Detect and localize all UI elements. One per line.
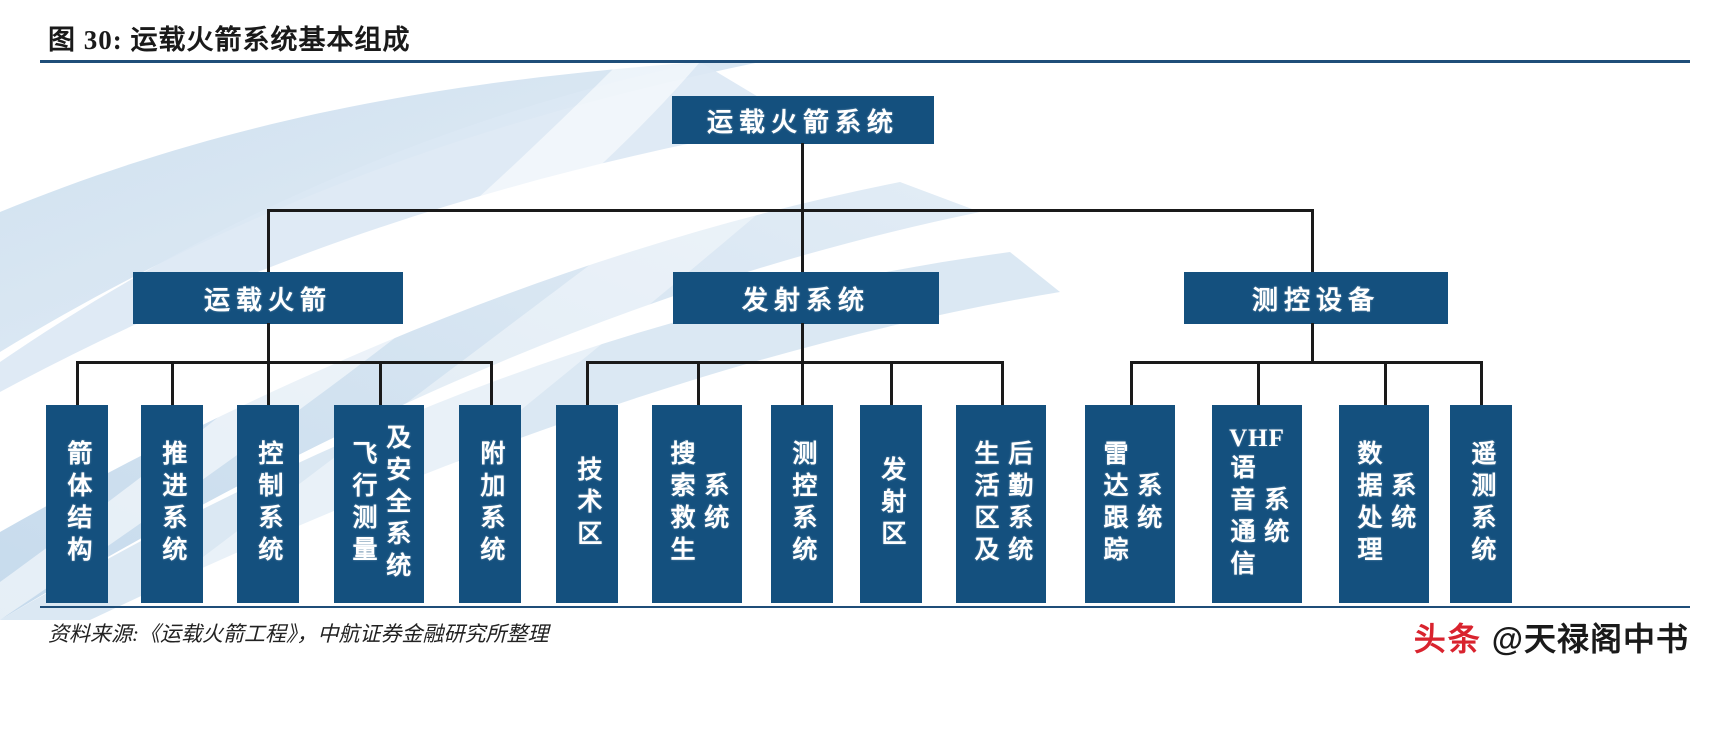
connector-root-stem bbox=[801, 143, 804, 210]
node-branch-launch-system[interactable]: 发射系统 bbox=[673, 272, 939, 324]
connector-leaf-1-1 bbox=[76, 361, 79, 405]
connector-branch-2-stem bbox=[801, 323, 804, 363]
leaf-2-2-label-b: 系统 bbox=[700, 472, 728, 536]
connector-leaf-3-3 bbox=[1384, 361, 1387, 405]
node-branch-3-label: 测控设备 bbox=[1251, 285, 1380, 315]
node-leaf-rocket-body-structure[interactable]: 箭体结构 bbox=[46, 405, 108, 603]
leaf-2-1-label: 技术区 bbox=[573, 456, 601, 552]
connector-leaf-1-3 bbox=[267, 361, 270, 405]
leaf-3-1-label-a: 雷达跟踪 bbox=[1100, 440, 1127, 568]
watermark-handle: @天禄阁中书 bbox=[1491, 621, 1689, 657]
connector-to-branch-2 bbox=[801, 209, 804, 272]
leaf-2-5-label-a: 生活区及 bbox=[971, 440, 998, 568]
connector-leaf-3-1 bbox=[1130, 361, 1133, 405]
connector-branch-1-stem bbox=[267, 323, 270, 363]
connector-branch-1-bus bbox=[76, 361, 493, 364]
leaf-1-3-label: 控制系统 bbox=[254, 440, 282, 568]
leaf-1-4-label-a: 飞行测量 bbox=[349, 440, 376, 568]
leaf-2-2-label-a: 搜索救生 bbox=[667, 440, 694, 568]
leaf-1-2-label: 推进系统 bbox=[158, 440, 186, 568]
node-leaf-tracking-control-system[interactable]: 测控系统 bbox=[771, 405, 833, 603]
node-leaf-search-rescue-system[interactable]: 搜索救生 系统 bbox=[652, 405, 742, 603]
node-leaf-flight-measurement-safety-system[interactable]: 飞行测量 及安全系统 bbox=[334, 405, 424, 603]
connector-leaf-3-4 bbox=[1480, 361, 1483, 405]
connector-leaf-2-2 bbox=[697, 361, 700, 405]
leaf-3-1-label-b: 系统 bbox=[1133, 472, 1161, 536]
node-leaf-additional-system[interactable]: 附加系统 bbox=[459, 405, 521, 603]
connector-leaf-1-4 bbox=[379, 361, 382, 405]
leaf-3-2-label-latin: VHF bbox=[1229, 424, 1285, 452]
leaf-3-2-label-b: 系统 bbox=[1260, 486, 1288, 551]
title-block: 图 30: 运载火箭系统基本组成 bbox=[0, 18, 1729, 64]
node-root[interactable]: 运载火箭系统 bbox=[672, 96, 934, 144]
leaf-2-4-label: 发射区 bbox=[877, 456, 905, 552]
node-root-label: 运载火箭系统 bbox=[706, 107, 899, 137]
node-leaf-data-processing-system[interactable]: 数据处理 系统 bbox=[1339, 405, 1429, 603]
connector-leaf-2-1 bbox=[586, 361, 589, 405]
node-leaf-vhf-voice-communication-system[interactable]: VHF 语音通信 系统 bbox=[1212, 405, 1302, 603]
node-leaf-telemetry-system[interactable]: 遥测系统 bbox=[1450, 405, 1512, 603]
leaf-1-1-label: 箭体结构 bbox=[63, 440, 91, 568]
connector-to-branch-1 bbox=[267, 209, 270, 272]
connector-branch-3-stem bbox=[1311, 323, 1314, 363]
node-leaf-technical-area[interactable]: 技术区 bbox=[556, 405, 618, 603]
source-note: 资料来源:《运载火箭工程》，中航证券金融研究所整理 bbox=[48, 622, 549, 646]
node-branch-1-label: 运载火箭 bbox=[203, 285, 332, 315]
leaf-2-5-label-b: 后勤系统 bbox=[1004, 440, 1032, 568]
connector-branch-3-bus bbox=[1130, 361, 1480, 364]
footer-divider bbox=[40, 606, 1690, 608]
connector-level1-bus bbox=[267, 209, 1313, 212]
title-divider bbox=[40, 60, 1690, 63]
connector-branch-2-bus bbox=[586, 361, 1004, 364]
node-leaf-launch-area[interactable]: 发射区 bbox=[860, 405, 922, 603]
toutiao-logo: 头条 bbox=[1413, 621, 1482, 657]
connector-leaf-3-2 bbox=[1257, 361, 1260, 405]
node-leaf-living-area-logistics-system[interactable]: 生活区及 后勤系统 bbox=[956, 405, 1046, 603]
connector-leaf-1-5 bbox=[490, 361, 493, 405]
leaf-1-4-label-b: 及安全系统 bbox=[382, 424, 410, 584]
leaf-2-3-label: 测控系统 bbox=[788, 440, 816, 568]
connector-leaf-2-5 bbox=[1001, 361, 1004, 405]
leaf-3-4-label: 遥测系统 bbox=[1467, 440, 1495, 568]
leaf-3-3-label-a: 数据处理 bbox=[1354, 440, 1381, 568]
connector-leaf-1-2 bbox=[171, 361, 174, 405]
node-branch-launch-vehicle[interactable]: 运载火箭 bbox=[133, 272, 403, 324]
leaf-3-2-label-a: 语音通信 bbox=[1227, 454, 1254, 583]
leaf-1-5-label: 附加系统 bbox=[476, 440, 504, 568]
connector-leaf-2-4 bbox=[890, 361, 893, 405]
connector-leaf-2-3 bbox=[801, 361, 804, 405]
node-leaf-control-system[interactable]: 控制系统 bbox=[237, 405, 299, 603]
node-leaf-propulsion-system[interactable]: 推进系统 bbox=[141, 405, 203, 603]
watermark: 头条 @天禄阁中书 bbox=[1414, 614, 1689, 660]
leaf-3-3-label-b: 系统 bbox=[1387, 472, 1415, 536]
node-leaf-radar-tracking-system[interactable]: 雷达跟踪 系统 bbox=[1085, 405, 1175, 603]
connector-to-branch-3 bbox=[1311, 209, 1314, 272]
node-branch-tracking-equipment[interactable]: 测控设备 bbox=[1184, 272, 1448, 324]
page-title: 图 30: 运载火箭系统基本组成 bbox=[48, 25, 411, 55]
node-branch-2-label: 发射系统 bbox=[741, 285, 870, 315]
